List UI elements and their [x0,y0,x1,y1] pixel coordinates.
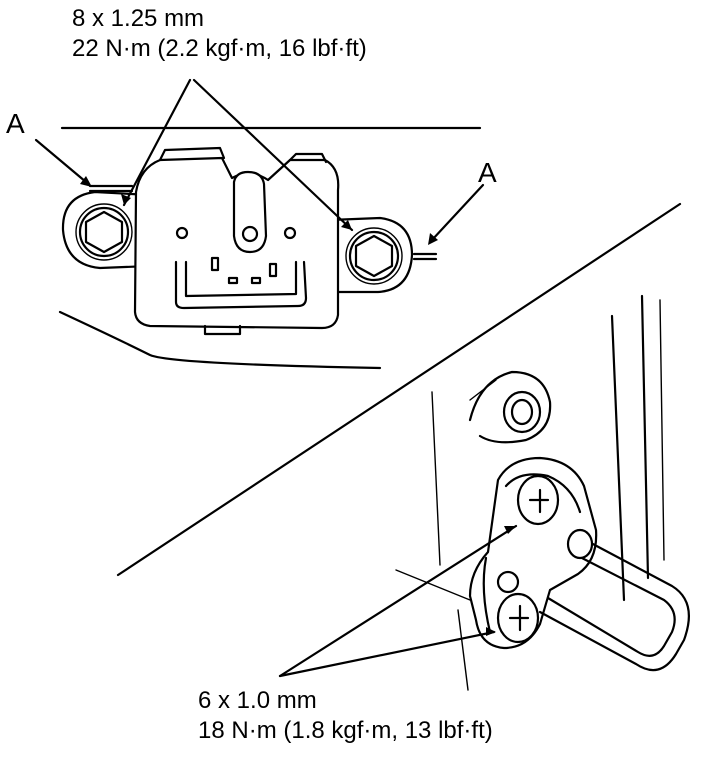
callout-a-left: A [6,108,25,139]
striker-plate [468,456,598,650]
latch-slot [232,170,268,254]
right-bolt-icon [345,227,403,285]
bottom-screw-torque: 18 N·m (1.8 kgf·m, 13 lbf·ft) [198,717,493,744]
top-bolt-torque: 22 N·m (2.2 kgf·m, 16 lbf·ft) [72,35,367,62]
left-bolt-icon [75,203,133,261]
separator-line [116,202,682,577]
bottom-screw-size: 6 x 1.0 mm [198,687,317,714]
top-bolt-size: 8 x 1.25 mm [72,5,205,32]
upper-screw-icon [516,474,560,526]
striker-assembly [278,294,690,691]
latch-assembly [34,78,485,370]
callout-a-right: A [478,157,497,188]
striker-loop [538,532,690,672]
lower-screw-icon [496,592,540,644]
